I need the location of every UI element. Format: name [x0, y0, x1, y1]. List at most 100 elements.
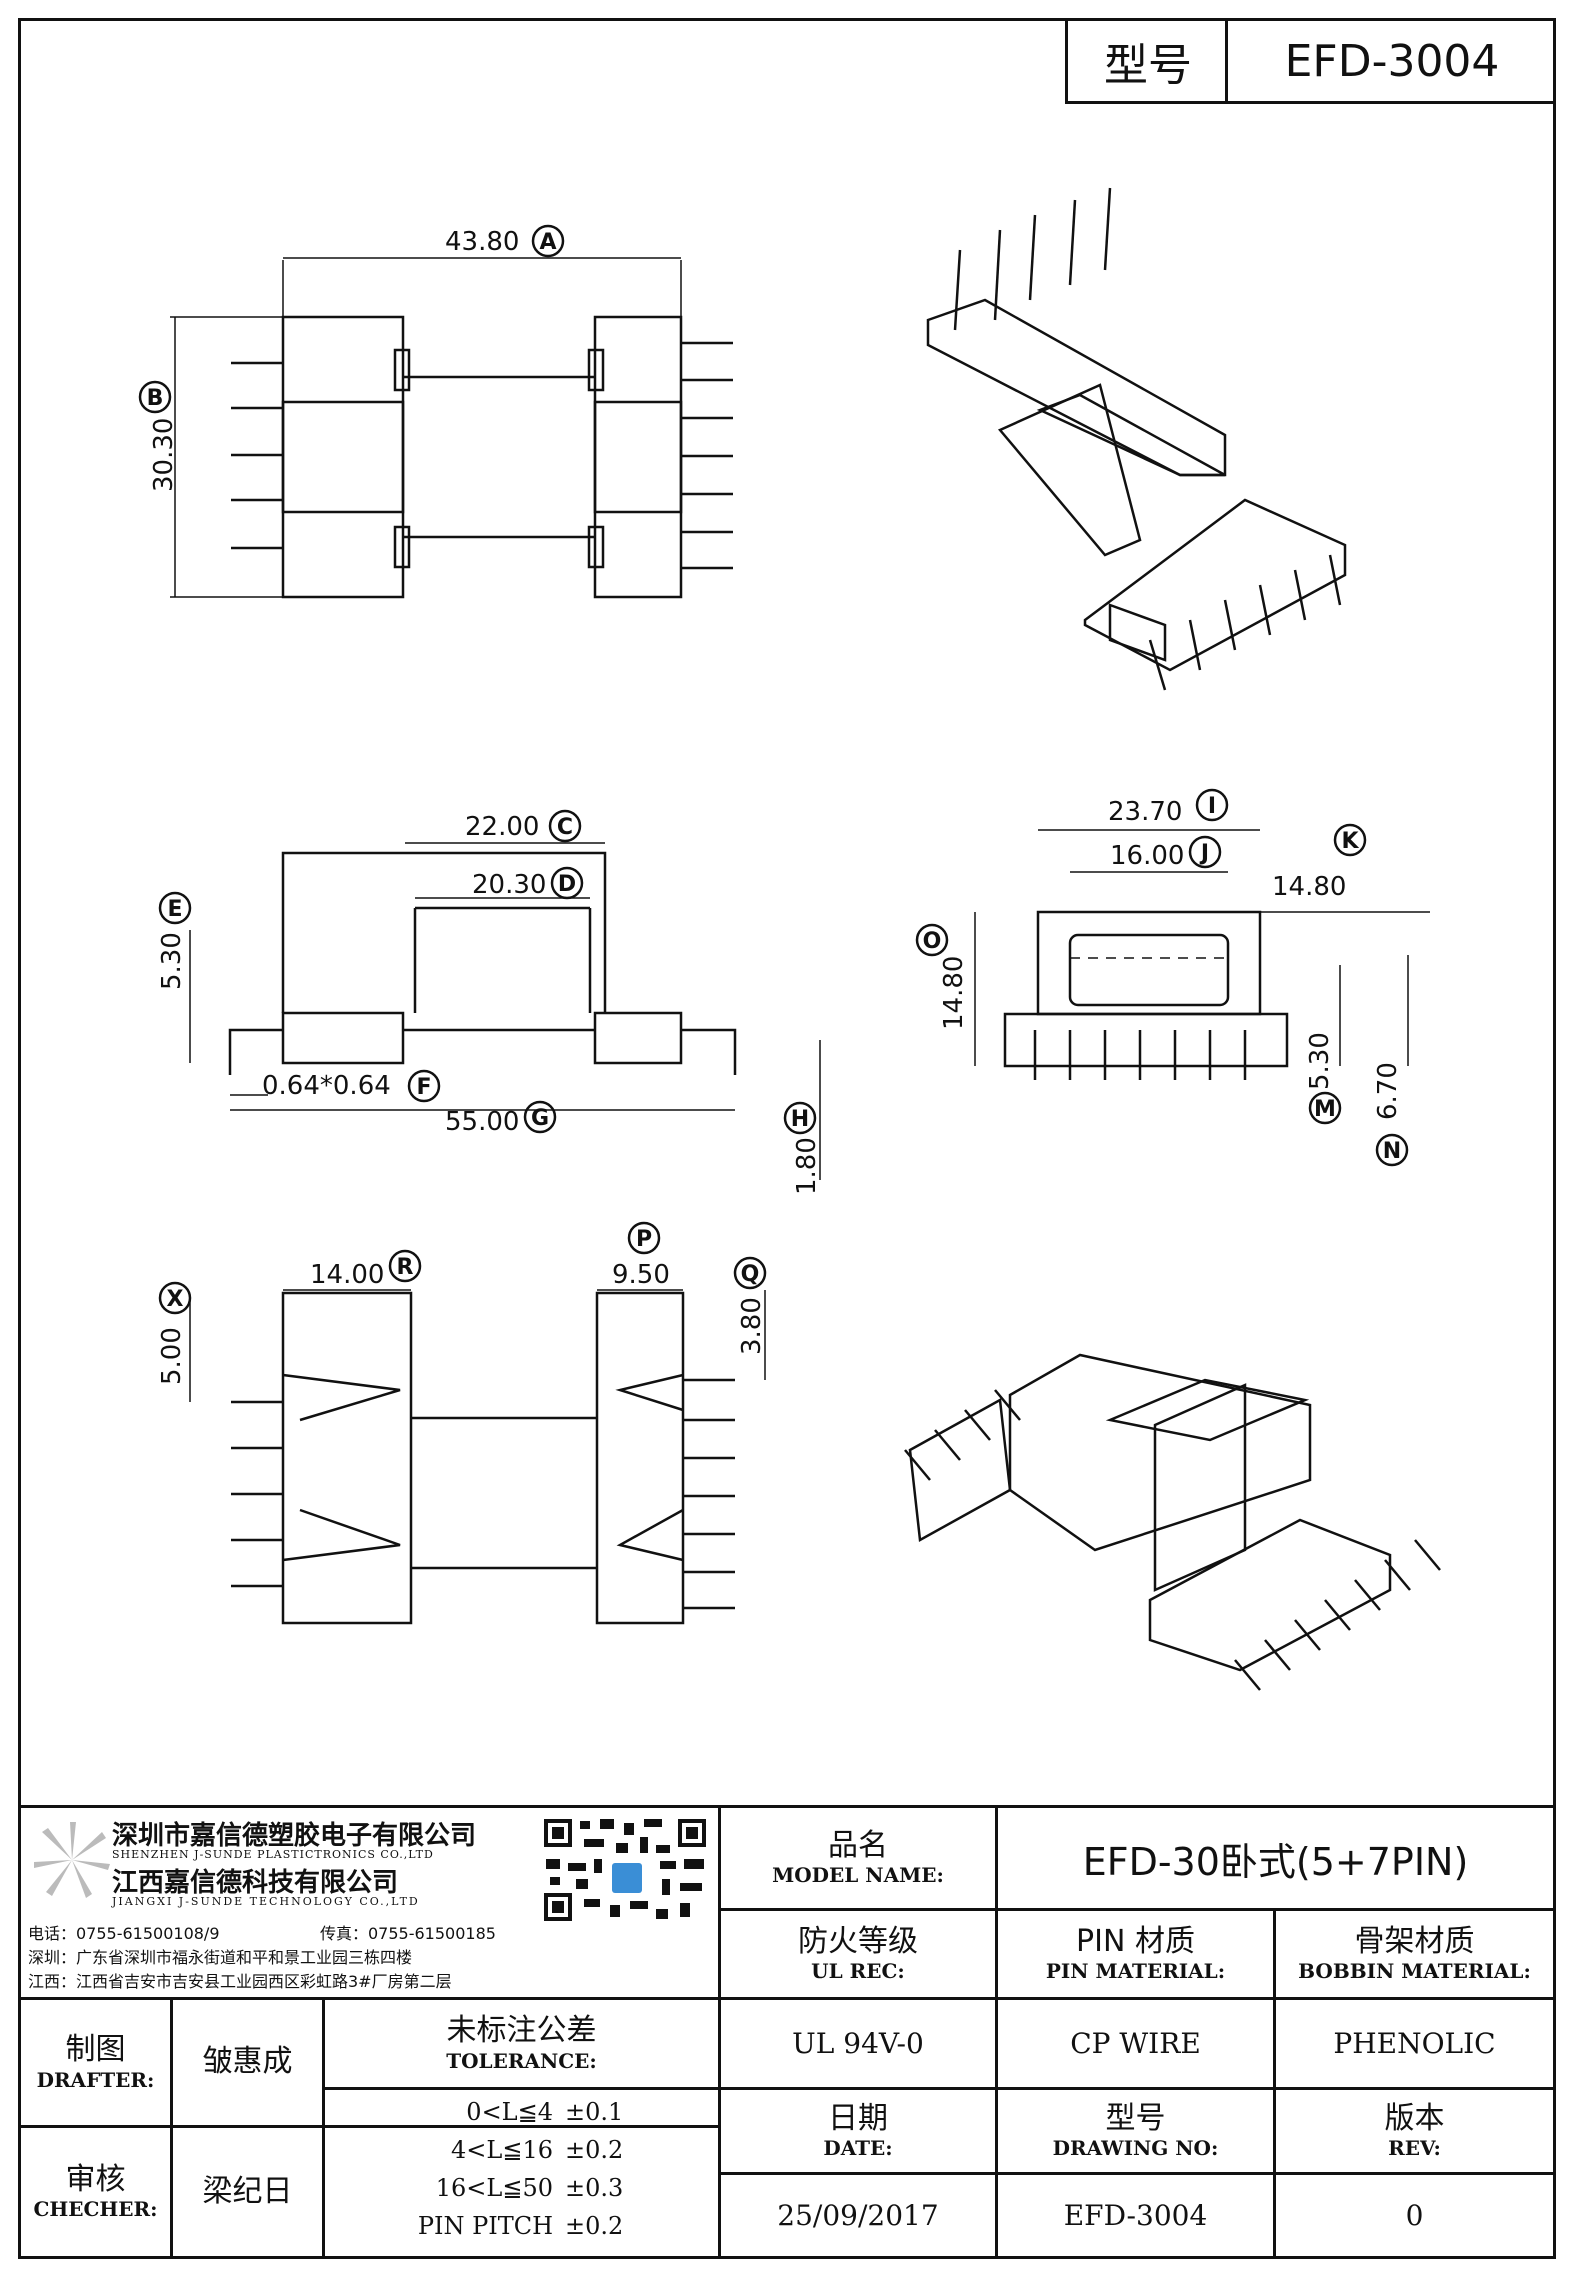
- dim-R-value: 14.00: [310, 1260, 384, 1290]
- ul-rec-value: UL 94V-0: [792, 2027, 924, 2060]
- drafter-label-cn: 制图: [65, 2032, 126, 2068]
- label-M-circle: [1308, 1091, 1342, 1125]
- label-X: X: [167, 1287, 184, 1312]
- bobbin-material-label-cell: 骨架材质 BOBBIN MATERIAL:: [1276, 1911, 1553, 1997]
- dim-H-value: 1.80: [792, 1137, 822, 1195]
- label-A: A: [539, 230, 556, 255]
- dim-I-value: 23.70: [1108, 797, 1182, 827]
- qr-code: [540, 1815, 710, 1925]
- label-C-circle: [548, 809, 582, 843]
- label-H: H: [791, 1107, 809, 1132]
- pin-material-label-cell: PIN 材质 PIN MATERIAL:: [998, 1911, 1273, 1997]
- pin-material-label-en: PIN MATERIAL:: [1045, 1959, 1226, 1984]
- top-view: [170, 257, 733, 599]
- dim-C-value: 22.00: [465, 812, 539, 842]
- rev-label-cn: 版本: [1384, 2100, 1445, 2136]
- pin-material-value: CP WIRE: [1070, 2027, 1201, 2060]
- title-block: [18, 1805, 1556, 2259]
- tolerance-row: 0<L≦4 ±0.1: [466, 2098, 624, 2126]
- label-D: D: [558, 872, 576, 897]
- label-I-circle: [1195, 788, 1229, 822]
- iso-view-top: [926, 187, 1347, 691]
- label-F: F: [416, 1075, 431, 1100]
- label-J-circle: [1188, 835, 1222, 869]
- dim-K-value: 14.80: [1272, 872, 1346, 902]
- label-E: E: [167, 897, 182, 922]
- label-J: J: [1199, 841, 1209, 866]
- pin-material-label-cn: PIN 材质: [1076, 1923, 1195, 1959]
- dim-G-value: 55.00: [445, 1107, 519, 1137]
- label-B: B: [147, 386, 164, 411]
- ul-rec-label-cell: 防火等级 UL REC:: [721, 1911, 995, 1997]
- company-name-cn-1: 深圳市嘉信德塑胶电子有限公司: [112, 1821, 477, 1851]
- label-K-circle: [1333, 823, 1367, 857]
- date-label-cell: 日期 DATE:: [721, 2090, 995, 2172]
- header-model-label: 型号: [1104, 40, 1192, 91]
- label-X-circle: [158, 1281, 192, 1315]
- label-A-circle: [531, 224, 565, 258]
- bobbin-material-label-cn: 骨架材质: [1354, 1923, 1475, 1959]
- drawing-no-label-en: DRAWING NO:: [1052, 2136, 1219, 2161]
- company-name-cn-2: 江西嘉信德科技有限公司: [112, 1868, 399, 1898]
- label-P-circle: [627, 1221, 661, 1255]
- bobbin-material-label-en: BOBBIN MATERIAL:: [1298, 1959, 1531, 1984]
- checker-name: 梁纪日: [202, 2173, 293, 2209]
- dim-N-value: 6.70: [1373, 1062, 1403, 1120]
- drawing-no-label-cell: 型号 DRAWING NO:: [998, 2090, 1273, 2172]
- drafter-label-en: DRAFTER:: [36, 2067, 155, 2092]
- rev-label-en: REV:: [1388, 2136, 1441, 2161]
- dim-J-value: 16.00: [1110, 841, 1184, 871]
- label-P: P: [636, 1227, 652, 1252]
- company-name-en-1: SHENZHEN J-SUNDE PLASTICTRONICS CO.,LTD: [112, 1848, 434, 1861]
- rev-label-cell: 版本 REV:: [1276, 2090, 1553, 2172]
- label-Q-circle: [733, 1256, 767, 1290]
- dim-P-value: 9.50: [612, 1260, 670, 1290]
- label-Q: Q: [741, 1262, 760, 1287]
- drawing-no-label-cn: 型号: [1105, 2100, 1166, 2136]
- label-G: G: [531, 1106, 549, 1131]
- dim-X-value: 5.00: [157, 1327, 187, 1385]
- model-name-label-en: MODEL NAME:: [772, 1863, 944, 1888]
- bottom-view: [189, 1289, 766, 1625]
- date-value: 25/09/2017: [777, 2199, 939, 2232]
- label-I: I: [1208, 794, 1216, 819]
- label-R-circle: [388, 1249, 422, 1283]
- label-F-circle: [407, 1069, 441, 1103]
- label-H-circle: [783, 1101, 817, 1135]
- checker-label-cn: 审核: [65, 2161, 126, 2197]
- dim-B-value: 30.30: [149, 418, 179, 492]
- iso-view-bottom: [904, 1353, 1441, 1691]
- rev-value: 0: [1405, 2199, 1424, 2232]
- label-D-circle: [550, 866, 584, 900]
- model-name-value: EFD-30卧式(5+7PIN): [1082, 1839, 1469, 1884]
- label-N-circle: [1375, 1133, 1409, 1167]
- label-O-circle: [915, 923, 949, 957]
- label-M: M: [1314, 1097, 1336, 1122]
- tolerance-label-en: TOLERANCE:: [446, 2048, 597, 2073]
- tolerance-row: 16<L≦50 ±0.3: [435, 2174, 624, 2202]
- label-O: O: [923, 929, 942, 954]
- label-R: R: [397, 1255, 414, 1280]
- drafter-name: 皱惠成: [202, 2044, 293, 2080]
- tolerance-row: PIN PITCH ±0.2: [417, 2212, 624, 2240]
- label-E-circle: [158, 891, 192, 925]
- dim-Q-value: 3.80: [737, 1297, 767, 1355]
- date-label-cn: 日期: [828, 2100, 888, 2136]
- tolerance-label-cell: 未标注公差 TOLERANCE:: [325, 2000, 718, 2087]
- company-logo-icon: [34, 1822, 110, 1898]
- front-view: [974, 829, 1430, 1080]
- tolerance-row: 4<L≦16 ±0.2: [451, 2136, 624, 2164]
- label-G-circle: [523, 1100, 557, 1134]
- label-K: K: [1341, 829, 1359, 854]
- ul-rec-label-cn: 防火等级: [798, 1923, 918, 1959]
- bobbin-material-value: PHENOLIC: [1333, 2027, 1496, 2060]
- dim-D-value: 20.30: [472, 870, 546, 900]
- drawing-no-value: EFD-3004: [1063, 2199, 1208, 2232]
- tolerance-table: 0<L≦4 ±0.1 4<L≦16 ±0.2 16<L≦50 ±0.3 PIN …: [325, 2094, 718, 2254]
- dim-F-value: 0.64*0.64: [262, 1071, 391, 1101]
- company-phone: 电话：0755-61500108/9: [28, 1924, 220, 1943]
- technical-drawing: 43.80 30.30 22.00 20.30 5.30 0.64*0.64 5…: [138, 187, 1441, 1691]
- ul-rec-label-en: UL REC:: [811, 1959, 905, 1984]
- company-name-en-2: JIANGXI J-SUNDE TECHNOLOGY CO.,LTD: [112, 1895, 420, 1908]
- company-fax: 传真：0755-61500185: [320, 1924, 496, 1943]
